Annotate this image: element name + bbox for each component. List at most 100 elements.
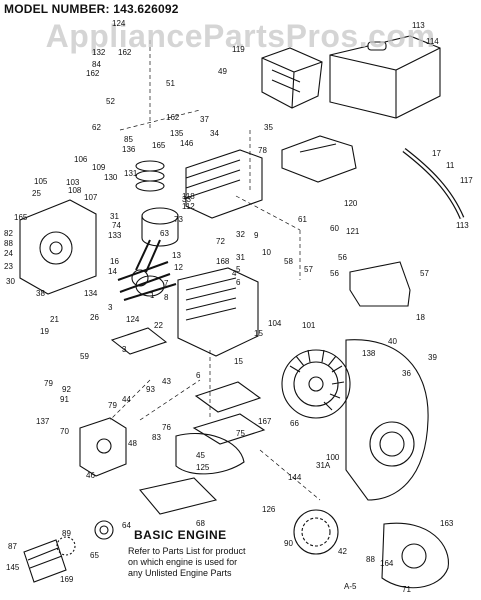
part-label: 15	[234, 357, 243, 366]
part-label: 107	[84, 193, 98, 202]
part-label: 120	[344, 199, 358, 208]
fuel-tank	[329, 35, 441, 119]
part-label: 168	[216, 257, 230, 266]
part-label: 130	[104, 173, 118, 182]
part-label: 34	[210, 129, 219, 138]
part-label: 112	[182, 202, 195, 211]
part-label: 68	[196, 519, 205, 528]
part-label: 37	[200, 115, 209, 124]
part-label: 79	[44, 379, 53, 388]
part-label: 51	[166, 79, 175, 88]
part-label: 40	[388, 337, 397, 346]
part-label: 39	[428, 353, 437, 362]
part-label: 119	[232, 45, 245, 54]
part-label: 108	[68, 186, 82, 195]
part-label: 56	[330, 269, 339, 278]
part-label: 126	[262, 505, 276, 514]
part-label: 138	[362, 349, 376, 358]
cylinder-head	[185, 149, 263, 219]
part-label: 31A	[316, 461, 331, 470]
part-label: 117	[460, 176, 473, 185]
part-label: 87	[8, 542, 17, 551]
part-label: 44	[122, 395, 131, 404]
connecting-rod	[135, 239, 161, 273]
part-label: 66	[290, 419, 299, 428]
part-label: 133	[108, 231, 122, 240]
gasket-plate	[110, 327, 168, 355]
part-label: 104	[268, 319, 282, 328]
part-label: 91	[60, 395, 69, 404]
part-label: 84	[92, 60, 101, 69]
part-label: 105	[34, 177, 48, 186]
part-label: 78	[258, 146, 267, 155]
part-label: 6	[196, 371, 201, 380]
part-label: 146	[180, 139, 194, 148]
part-label: 64	[122, 521, 131, 530]
part-label: 90	[284, 539, 293, 548]
part-label: 83	[152, 433, 161, 442]
tank-bracket	[281, 135, 357, 183]
part-label: 57	[420, 269, 429, 278]
part-label: 33	[182, 195, 191, 204]
part-label: 163	[440, 519, 454, 528]
part-label: 3	[122, 345, 127, 354]
crankshaft	[117, 261, 177, 301]
part-label: 113	[412, 21, 425, 30]
part-label: 165	[14, 213, 28, 222]
part-label: 88	[366, 555, 375, 564]
part-label: 114	[426, 37, 439, 46]
part-label: 73	[174, 215, 183, 224]
part-label: 89	[62, 529, 71, 538]
part-label: 62	[92, 123, 101, 132]
part-label: 162	[86, 69, 100, 78]
side-shroud	[349, 261, 411, 307]
engine-block	[177, 267, 259, 357]
part-label: 137	[36, 417, 50, 426]
part-label: 42	[338, 547, 347, 556]
part-label: 75	[236, 429, 245, 438]
part-label: 60	[330, 224, 339, 233]
part-label: 70	[60, 427, 69, 436]
part-label: 88	[4, 239, 13, 248]
page-number: A-5	[344, 582, 357, 591]
reference-note: Refer to Parts List for product on which…	[128, 546, 318, 579]
part-label: 38	[36, 289, 45, 298]
piston	[141, 207, 179, 225]
part-label: 24	[4, 249, 13, 258]
part-label: 132	[92, 48, 106, 57]
tank-cap	[367, 41, 387, 51]
part-label: 124	[112, 19, 126, 28]
part-label: 30	[6, 277, 15, 286]
part-label: 65	[90, 551, 99, 560]
part-label: 12	[174, 263, 183, 272]
part-label: 4	[232, 269, 237, 278]
part-label: 125	[196, 463, 210, 472]
note-line: Refer to Parts List for product	[128, 546, 246, 556]
recoil-starter	[381, 522, 449, 589]
part-label: 49	[218, 67, 227, 76]
part-label: 21	[50, 315, 59, 324]
part-label: 57	[304, 265, 313, 274]
part-label: 100	[326, 453, 340, 462]
part-label: 101	[302, 321, 316, 330]
part-label: 45	[196, 451, 205, 460]
part-label: 3	[108, 303, 113, 312]
part-label: 121	[346, 227, 360, 236]
part-label: 162	[166, 113, 180, 122]
part-label: 134	[84, 289, 98, 298]
part-label: 103	[66, 178, 80, 187]
part-label: 85	[124, 135, 133, 144]
part-label: 165	[152, 141, 166, 150]
part-label: 13	[172, 251, 181, 260]
part-label: 74	[112, 221, 121, 230]
part-label: 23	[4, 262, 13, 271]
part-label: 31	[110, 212, 119, 221]
part-label: 22	[154, 321, 163, 330]
part-label: 10	[262, 248, 271, 257]
part-label: 164	[380, 559, 394, 568]
part-label: 8	[164, 293, 169, 302]
note-line: any Unlisted Engine Parts	[128, 568, 232, 578]
part-label: 36	[402, 369, 411, 378]
part-label: 32	[236, 230, 245, 239]
